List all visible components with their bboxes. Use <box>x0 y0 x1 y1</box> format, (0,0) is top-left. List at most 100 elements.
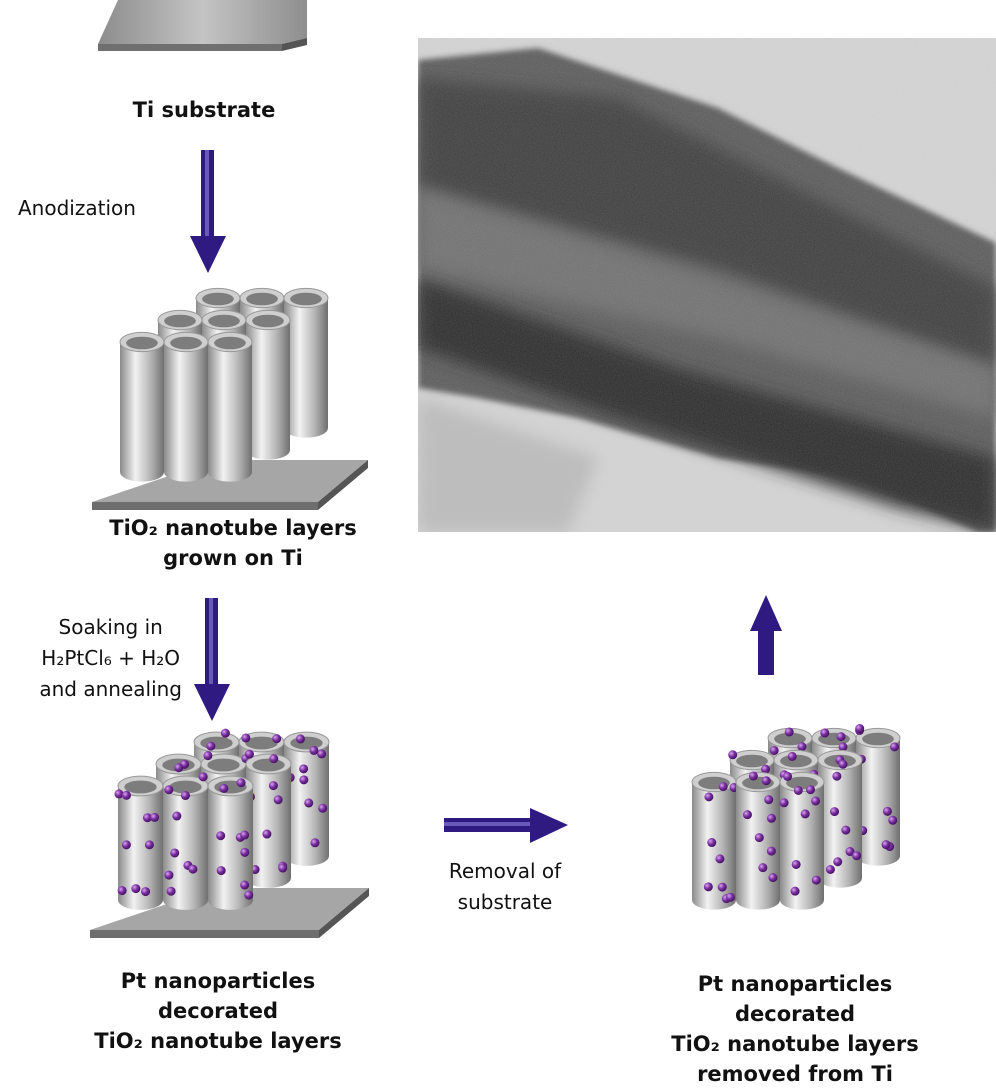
pt-nanoparticle <box>797 742 807 752</box>
anodization-label: Anodization <box>18 196 136 220</box>
pt-nanoparticle <box>273 795 283 805</box>
pt-nanoparticle <box>882 806 892 816</box>
nanotube-opening <box>245 736 278 750</box>
nanotube-opening <box>774 732 806 746</box>
pt-nanoparticle <box>131 884 141 894</box>
soaking-label-line: and annealing <box>39 677 182 701</box>
nanotube-base <box>118 890 163 910</box>
pt-nanoparticle <box>717 882 727 892</box>
pt-nanoparticle <box>295 734 305 744</box>
pt-nanoparticle <box>845 847 855 857</box>
pt-nanoparticle <box>779 798 789 808</box>
pt-nanoparticle <box>715 854 725 864</box>
nanotube-base <box>246 440 290 460</box>
pt-nanoparticle <box>241 733 251 743</box>
pt-nanoparticle <box>783 771 793 781</box>
pt-nanoparticle <box>278 863 288 873</box>
decorated-label-line: TiO₂ nanotube layers <box>94 1029 342 1053</box>
pt-nanoparticle <box>117 886 127 896</box>
substrate-plate-edge <box>92 502 318 510</box>
pt-nanoparticle <box>240 847 250 857</box>
pt-nanoparticle <box>236 778 246 788</box>
pt-nanoparticle <box>838 742 848 752</box>
nanotubes-label: TiO₂ nanotube layers grown on Ti <box>109 513 356 573</box>
pt-nanoparticle <box>703 882 713 892</box>
pt-nanoparticle <box>768 873 778 883</box>
pt-nanoparticle <box>240 830 250 840</box>
substrate-plate-side <box>319 888 369 938</box>
nanotube-opening <box>862 732 894 746</box>
nanotube <box>164 342 208 472</box>
nanotube-opening <box>252 314 284 328</box>
nanotube-base <box>780 890 824 910</box>
nanotube-opening <box>290 292 322 306</box>
arrow-up-to-tem <box>750 595 782 675</box>
pt-nanoparticle <box>832 771 842 781</box>
pt-nanoparticle <box>188 864 198 874</box>
pt-nanoparticle <box>838 759 848 769</box>
ti-substrate-label: Ti substrate <box>132 98 276 122</box>
pt-nanoparticle <box>888 815 898 825</box>
pt-nanoparticle <box>790 886 800 896</box>
decorated-label-line: Pt nanoparticles <box>120 969 316 993</box>
pt-nanoparticle <box>820 728 830 738</box>
pt-nanoparticle <box>310 838 320 848</box>
nanotube-opening <box>126 336 158 350</box>
removal-label-line: Removal of <box>448 859 562 883</box>
pt-nanoparticle <box>833 857 843 867</box>
pt-nanoparticle <box>220 728 230 738</box>
removal-label: Removal of substrate <box>449 856 561 918</box>
pt-nanoparticle <box>121 840 131 850</box>
removed-label-line: Pt nanoparticles <box>697 972 893 996</box>
pt-nanoparticle <box>890 742 900 752</box>
pt-nanoparticle <box>164 870 174 880</box>
pt-nanoparticle <box>830 807 840 817</box>
pt-nanoparticle <box>180 791 190 801</box>
pt-nanoparticle <box>707 838 717 848</box>
pt-nanoparticle <box>769 745 779 755</box>
pt-nanoparticle <box>318 803 328 813</box>
nanotubes-label-line: TiO₂ nanotube layers <box>109 516 357 540</box>
pt-nanoparticle <box>141 887 151 897</box>
nanotube-opening <box>214 336 246 350</box>
pt-nanoparticle <box>811 875 821 885</box>
pt-nanoparticle <box>881 840 891 850</box>
nanotube <box>163 786 208 900</box>
nanotube-base <box>284 846 329 866</box>
nanotube <box>208 342 252 472</box>
nanotube-opening <box>246 292 278 306</box>
pt-nanoparticle <box>166 886 176 896</box>
removed-label-line: TiO₂ nanotube layers <box>671 1032 919 1056</box>
nanotube-base <box>164 462 208 482</box>
nanotube-base <box>208 890 253 910</box>
nanotube-opening <box>164 314 196 328</box>
pt-nanoparticle <box>219 783 229 793</box>
soaking-label-line: Soaking in <box>58 615 163 639</box>
nanotube-opening <box>202 292 234 306</box>
pt-nanoparticle <box>825 864 835 874</box>
pt-nanoparticle <box>728 750 738 760</box>
nanotube <box>284 742 329 856</box>
removed-label: Pt nanoparticles decorated TiO₂ nanotube… <box>671 969 918 1089</box>
substrate-plate-edge <box>90 930 319 938</box>
soaking-label: Soaking in H₂PtCl₆ + H₂O and annealing <box>39 612 182 705</box>
pt-nanoparticle <box>791 859 801 869</box>
pt-nanoparticle <box>805 785 815 795</box>
pt-nanoparticle <box>754 833 764 843</box>
pt-nanoparticle <box>764 795 774 805</box>
pt-nanoparticle <box>272 734 282 744</box>
pt-nanoparticle <box>299 764 309 774</box>
nanotube-opening <box>736 754 768 768</box>
soaking-label-line: H₂PtCl₆ + H₂O <box>41 646 181 670</box>
pt-nanoparticle <box>121 790 131 800</box>
pt-nanoparticle <box>787 751 797 761</box>
decorated-label: Pt nanoparticles decorated TiO₂ nanotube… <box>94 966 341 1056</box>
nanotube-base <box>120 462 164 482</box>
pt-nanoparticle <box>766 846 776 856</box>
nanotube-base <box>856 846 900 866</box>
pt-nanoparticle <box>841 825 851 835</box>
nanotube-base <box>818 868 862 888</box>
nanotube-opening <box>208 314 240 328</box>
nanotube <box>246 764 291 878</box>
